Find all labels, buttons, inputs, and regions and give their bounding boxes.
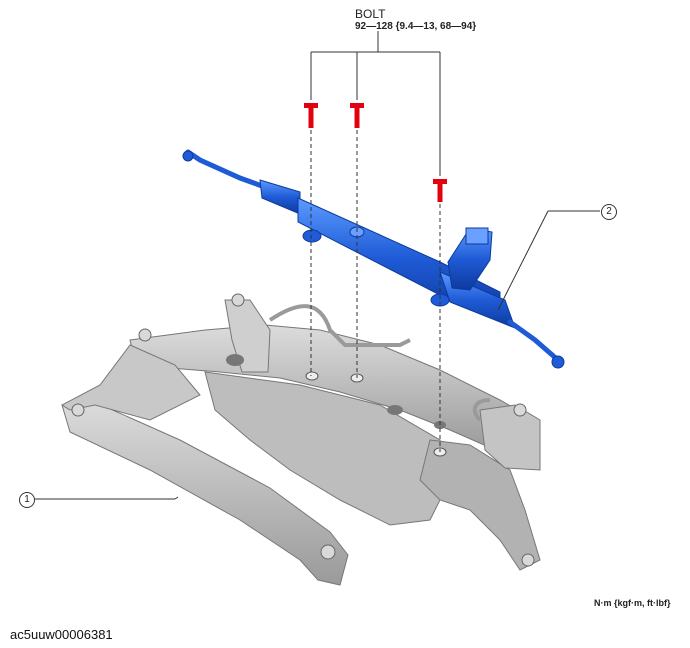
units-note: N·m {kgf·m, ft·lbf} — [594, 598, 671, 608]
image-id: ac5uuw00006381 — [10, 627, 113, 642]
bolt-leader-bracket — [310, 31, 441, 176]
callout-leaders — [35, 210, 600, 500]
bolt-torque-spec: 92—128 {9.4—13, 68—94} — [355, 21, 477, 32]
crossmember — [60, 293, 541, 586]
bolt-icon-3 — [433, 179, 447, 202]
bolt-title: BOLT — [355, 7, 386, 21]
steering-gear — [182, 149, 565, 369]
bolt-icon-2 — [350, 103, 364, 128]
callout-1: 1 — [19, 492, 35, 508]
alignment-lines — [310, 130, 441, 452]
callout-2: 2 — [601, 204, 617, 220]
bolt-icon-1 — [304, 103, 318, 128]
